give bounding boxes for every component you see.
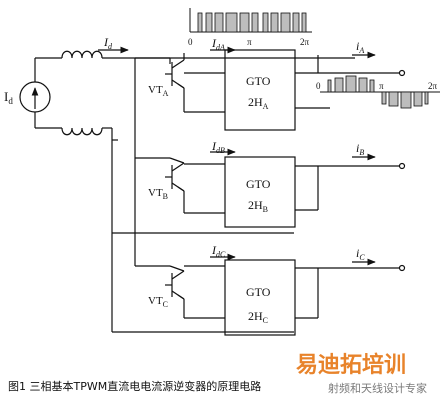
- branch-current-c: IdC: [211, 243, 226, 259]
- gto-a-line1: GTO: [246, 74, 271, 88]
- watermark-logo: 易迪拓培训 射频和天线设计专家: [296, 352, 427, 395]
- right-tick-0: 0: [316, 81, 321, 91]
- terminal-a: [398, 69, 406, 77]
- branch-current-b: IdB: [211, 139, 225, 155]
- switch-label-a: VTA: [148, 84, 169, 98]
- right-pwm-waveform: 0 π 2π: [316, 75, 440, 109]
- dc-current-label: Id: [103, 35, 113, 51]
- output-current-c: iC: [356, 246, 365, 262]
- switch-label-c: VTC: [148, 295, 168, 309]
- current-source: [19, 57, 62, 129]
- gto-b-line1: GTO: [246, 177, 271, 191]
- watermark-subtitle: 射频和天线设计专家: [328, 381, 427, 395]
- top-tick-pi: π: [247, 37, 252, 47]
- top-tick-0: 0: [188, 37, 193, 47]
- right-tick-pi: π: [379, 81, 384, 91]
- right-tick-2pi: 2π: [428, 81, 438, 91]
- gto-c-line2: 2HC: [248, 309, 268, 325]
- top-tick-2pi: 2π: [300, 37, 310, 47]
- output-current-b: iB: [356, 141, 364, 157]
- source-label: Id: [4, 89, 13, 106]
- gto-a-line2: 2HA: [248, 95, 269, 111]
- terminal-b: [398, 162, 406, 170]
- watermark-title: 易迪拓培训: [296, 352, 406, 378]
- top-inductor: [61, 50, 355, 59]
- phase-c-branch: [135, 259, 400, 336]
- top-pwm-waveform: 0 π 2π: [188, 8, 312, 47]
- phase-b-branch: [135, 156, 400, 228]
- gto-b-line2: 2HB: [248, 198, 268, 214]
- terminal-c: [398, 264, 406, 272]
- output-current-a: iA: [356, 39, 364, 55]
- branch-current-a: IdA: [211, 36, 225, 52]
- bottom-inductor: [61, 127, 112, 136]
- figure-caption: 图1 三相基本TPWM直流电电流源逆变器的原理电路: [8, 379, 261, 393]
- gto-c-line1: GTO: [246, 285, 271, 299]
- switch-label-b: VTB: [148, 187, 168, 201]
- phase-a-branch: [135, 49, 400, 131]
